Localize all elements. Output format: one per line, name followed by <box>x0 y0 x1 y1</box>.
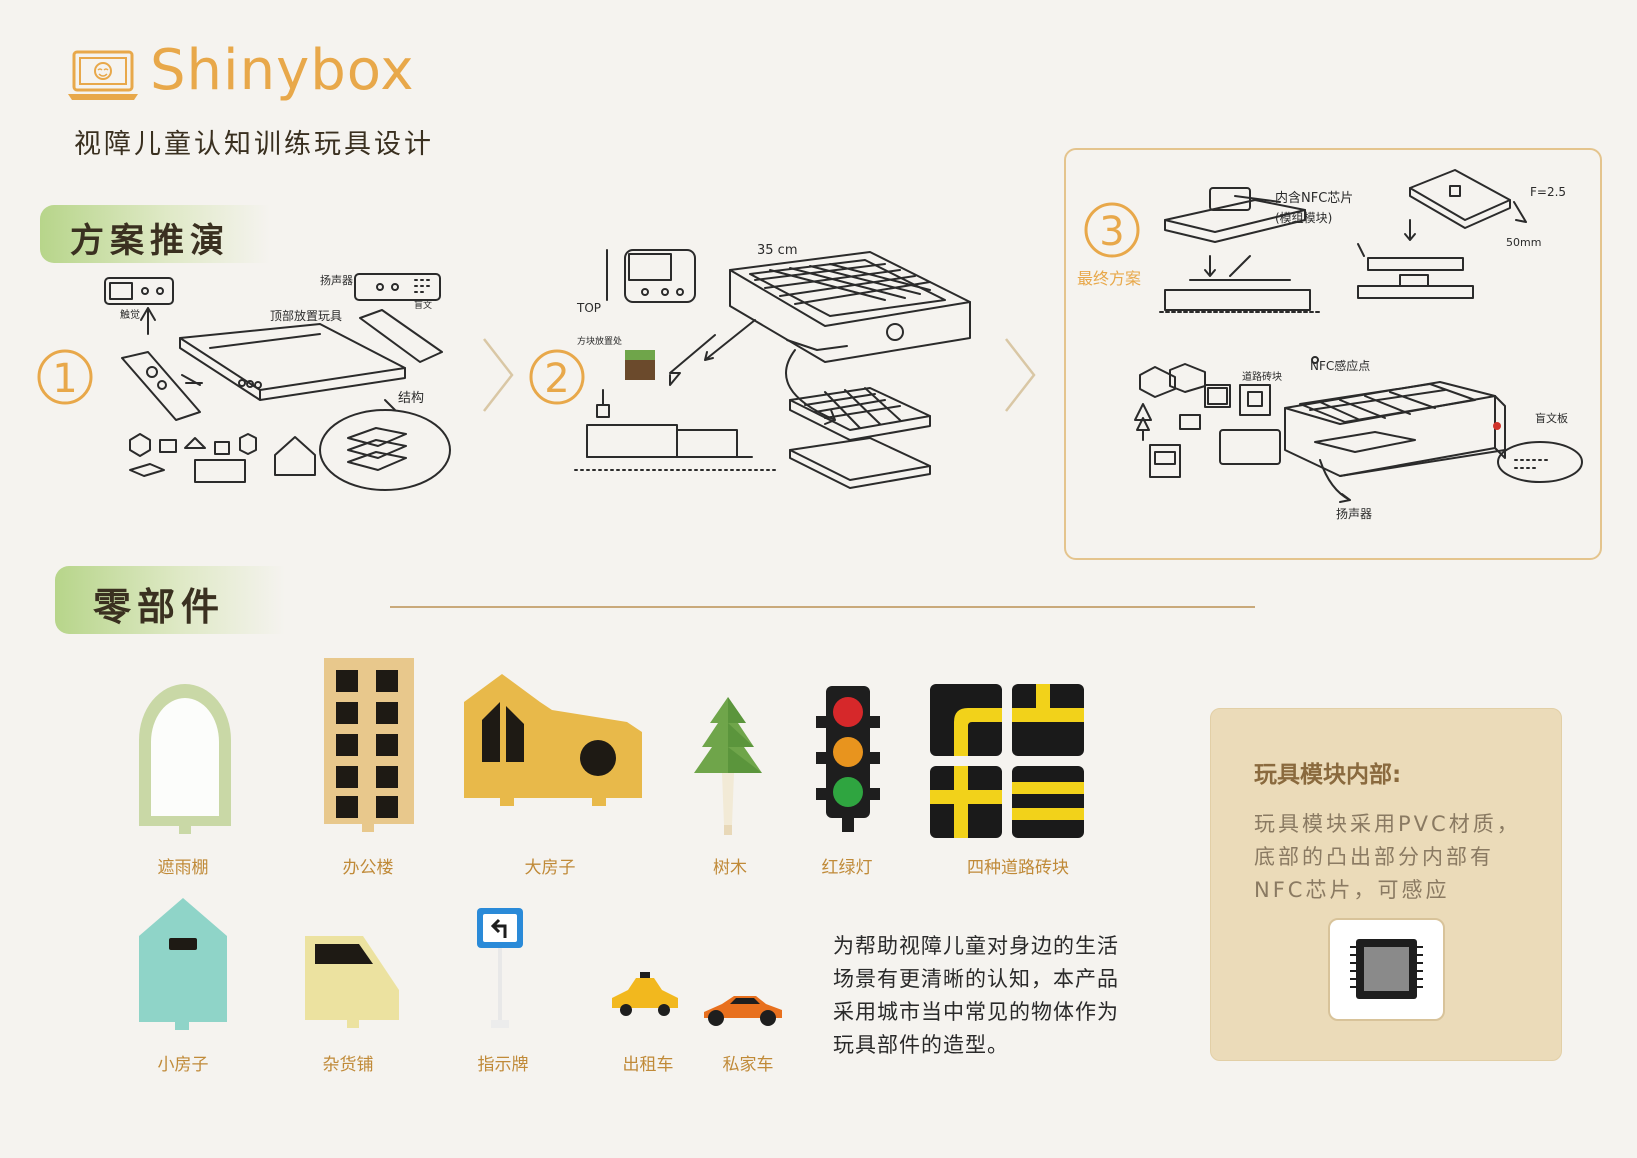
final-scheme-frame <box>1064 148 1602 560</box>
svg-text:道路砖块: 道路砖块 <box>1242 370 1282 383</box>
page-subtitle: 视障儿童认知训练玩具设计 <box>74 129 434 160</box>
module-info-body: 玩具模块采用PVC材质，底部的凸出部分内部有NFC芯片，可感应 <box>1254 812 1521 902</box>
final-scheme-label: 最终方案 <box>1077 269 1142 288</box>
section-divider <box>390 606 1255 608</box>
part-private-car <box>704 996 782 1026</box>
svg-text:TOP: TOP <box>576 301 601 315</box>
laptop-smile-logo-icon <box>68 50 138 100</box>
part-office <box>324 658 414 832</box>
svg-text:扬声器: 扬声器 <box>320 273 353 287</box>
part-sign <box>477 908 523 1028</box>
brand-title: Shinybox <box>150 38 415 103</box>
part-traffic-light <box>816 686 880 832</box>
part-label-grocery: 杂货铺 <box>322 1055 374 1075</box>
svg-text:35 cm: 35 cm <box>757 243 798 258</box>
module-info-title: 玩具模块内部: <box>1254 762 1402 788</box>
svg-text:结构: 结构 <box>398 391 424 406</box>
svg-text:盲文板: 盲文板 <box>1535 411 1568 425</box>
chevron-right-icon <box>1005 338 1036 412</box>
part-small-house <box>139 898 227 1030</box>
part-tree <box>694 697 762 835</box>
svg-text:2: 2 <box>544 356 569 402</box>
section-tag-parts: 零部件 <box>55 566 285 634</box>
part-label-big-house: 大房子 <box>524 858 576 878</box>
part-label-canopy: 遮雨棚 <box>157 858 209 878</box>
svg-text:(模组模块): (模组模块) <box>1275 211 1332 225</box>
part-road-tiles <box>930 684 1084 838</box>
parts-description: 为帮助视障儿童对身边的生活场景有更清晰的认知，本产品采用城市当中常见的物体作为玩… <box>833 934 1119 1057</box>
part-grocery <box>305 936 399 1028</box>
part-label-private-car: 私家车 <box>722 1055 774 1075</box>
part-label-office: 办公楼 <box>342 858 394 878</box>
svg-text:顶部放置玩具: 顶部放置玩具 <box>270 308 342 323</box>
svg-text:触觉: 触觉 <box>120 308 140 321</box>
part-label-traffic-light: 红绿灯 <box>821 858 873 878</box>
part-label-road-tiles: 四种道路砖块 <box>967 858 1069 878</box>
svg-text:方块放置处: 方块放置处 <box>577 335 622 347</box>
sketch-step-3: 内含NFC芯片 (模组模块) F=2.5 50mm NFC感应点 扬声器 盲文板… <box>1134 169 1583 521</box>
sketch-step-1: 1 顶部放置玩具 结构 触觉 扬声器 盲文 <box>37 273 451 491</box>
svg-text:NFC感应点: NFC感应点 <box>1310 358 1370 373</box>
svg-text:内含NFC芯片: 内含NFC芯片 <box>1275 190 1353 206</box>
part-label-sign: 指示牌 <box>477 1055 529 1075</box>
part-canopy <box>139 684 231 834</box>
nfc-chip-icon <box>1350 939 1423 999</box>
part-label-tree: 树木 <box>713 858 747 878</box>
svg-text:3: 3 <box>1099 209 1124 255</box>
svg-text:1: 1 <box>52 356 77 402</box>
svg-text:扬声器: 扬声器 <box>1336 506 1372 521</box>
svg-text:盲文: 盲文 <box>414 299 432 311</box>
chip-frame <box>1328 918 1445 1021</box>
sketch-step-2: 2 35 cm TOP 方块放置处 <box>529 243 971 489</box>
step-3-badge: 3 <box>1084 202 1140 258</box>
section-tag-scheme: 方案推演 <box>40 205 270 263</box>
svg-text:F=2.5: F=2.5 <box>1530 185 1566 199</box>
chevron-right-icon <box>483 338 514 412</box>
part-big-house <box>464 674 642 806</box>
svg-text:50mm: 50mm <box>1506 236 1541 249</box>
part-label-taxi: 出租车 <box>622 1055 674 1075</box>
part-label-small-house: 小房子 <box>157 1055 209 1075</box>
part-taxi <box>612 972 678 1016</box>
